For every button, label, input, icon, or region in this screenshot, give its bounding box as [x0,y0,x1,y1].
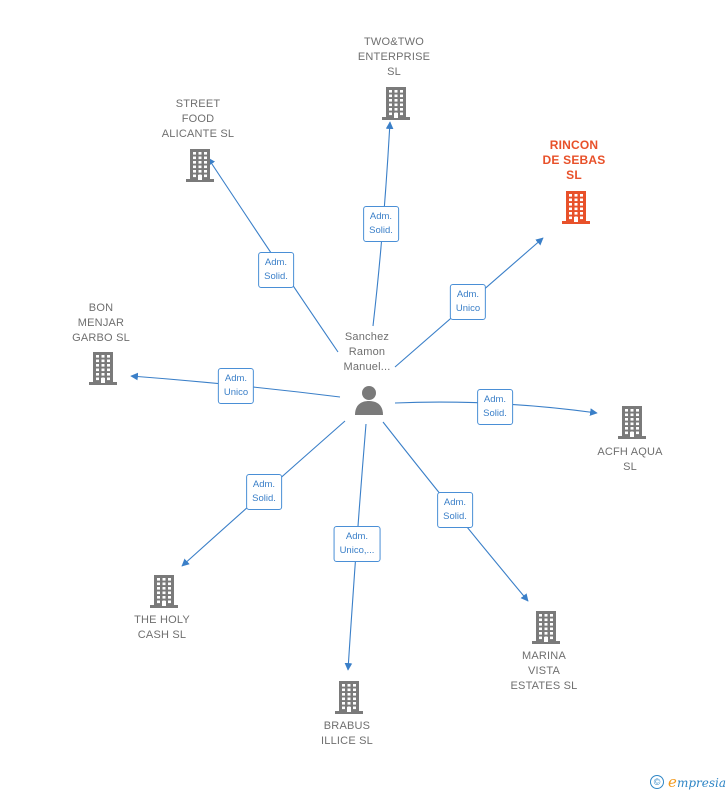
building-icon-rincon[interactable] [561,190,591,224]
building-icon-two[interactable] [381,86,411,120]
edge-label-acfh[interactable]: Adm. Solid. [477,389,513,425]
edge-label-rincon[interactable]: Adm. Unico [449,284,487,320]
company-label-acfh[interactable]: ACFH AQUA SL [597,446,663,473]
building-icon-holy[interactable] [149,574,179,608]
building-icon-brabus[interactable] [334,680,364,714]
company-label-street[interactable]: STREET FOOD ALICANTE SL [161,98,235,140]
person-icon[interactable] [353,384,385,416]
edge-label-brabus[interactable]: Adm. Unico,... [333,526,381,562]
footer-brand: © empresia [650,773,726,791]
building-icon-street[interactable] [185,148,215,182]
company-label-holy[interactable]: THE HOLY CASH SL [134,614,190,641]
building-icon-bon[interactable] [88,351,118,385]
company-label-marina[interactable]: MARINA VISTA ESTATES SL [510,650,578,692]
copyright-icon: © [650,775,665,789]
edge-label-marina[interactable]: Adm. Solid. [437,492,473,528]
edge-label-street[interactable]: Adm. Solid. [258,252,294,288]
company-label-brabus[interactable]: BRABUS ILLICE SL [321,720,373,747]
company-label-bon[interactable]: BON MENJAR GARBO SL [72,302,130,344]
brand-logo[interactable]: empresia [668,773,726,791]
company-label-rincon[interactable]: RINCON DE SEBAS SL [542,138,606,182]
edge-label-holy[interactable]: Adm. Solid. [246,474,282,510]
company-label-two[interactable]: TWO&TWO ENTERPRISE SL [357,36,431,78]
building-icon-marina[interactable] [531,610,561,644]
building-icon-acfh[interactable] [617,405,647,439]
brand-rest: mpresia [676,776,726,790]
brand-initial: e [668,773,677,791]
center-person-label[interactable]: Sanchez Ramon Manuel... [343,331,391,373]
edge-label-two[interactable]: Adm. Solid. [363,206,399,242]
edge-label-bon[interactable]: Adm. Unico [217,368,255,404]
